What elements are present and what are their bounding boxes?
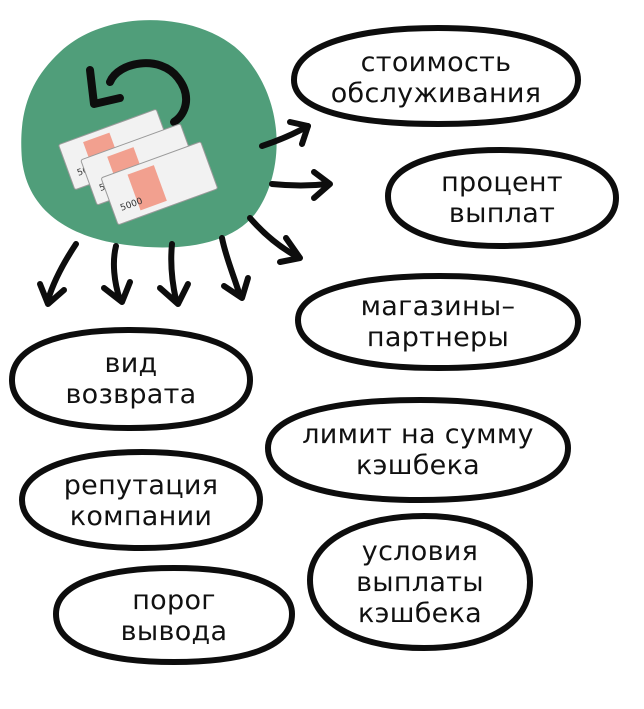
arrow-down-1: [37, 241, 79, 307]
node-cashback-limit: лимит на сумму кэшбека: [302, 419, 534, 481]
arrow-to-partner-stores: [247, 215, 303, 265]
arrow-to-payout-percent: [269, 169, 333, 201]
banknotes-icon: 5000 5000 5000: [58, 109, 218, 225]
node-service-cost: стоимость обслуживания: [330, 47, 542, 109]
node-cashback-conditions: условия выплаты кэшбека: [356, 535, 484, 629]
refresh-arrowhead-icon: [86, 66, 124, 108]
refresh-arrow-icon: [106, 59, 191, 126]
bubble-partner-stores-outline: [294, 272, 582, 372]
bubble-service-cost-outline: [290, 24, 582, 128]
node-payout-percent: процент выплат: [441, 167, 563, 229]
bubble-cashback-limit-outline: [264, 396, 572, 504]
bubble-company-reputation-outline: [18, 448, 264, 552]
node-return-type: вид возврата: [65, 348, 197, 410]
arrow-down-2: [101, 243, 133, 305]
bubble-payout-percent-outline: [384, 146, 620, 250]
arrow-to-service-cost: [259, 119, 311, 149]
bubble-cashback-conditions-outline: [306, 512, 534, 652]
node-company-reputation: репутация компании: [63, 470, 219, 532]
arrow-down-4: [219, 235, 251, 301]
node-partner-stores: магазины– партнеры: [360, 291, 516, 353]
arrow-down-3: [157, 241, 191, 307]
bubble-withdrawal-threshold-outline: [52, 564, 296, 666]
node-withdrawal-threshold: порог вывода: [120, 585, 228, 647]
bubble-return-type-outline: [8, 326, 254, 432]
